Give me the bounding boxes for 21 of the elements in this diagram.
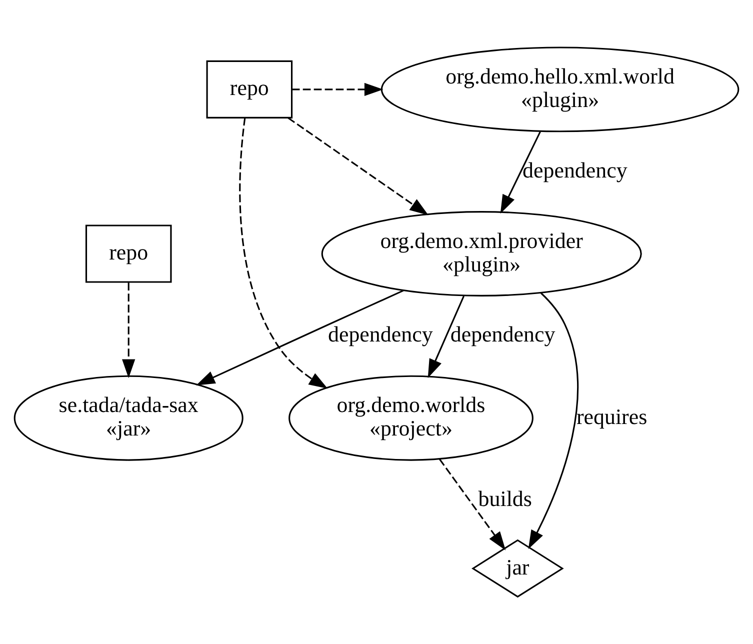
node-ellipse: org.demo.worlds «project» xyxy=(288,375,534,461)
arrow xyxy=(292,82,384,96)
arrow xyxy=(288,117,428,216)
node-box: repo xyxy=(85,224,172,283)
arrow xyxy=(528,292,578,550)
arrow xyxy=(500,131,541,214)
edge-label: dependency xyxy=(450,322,556,347)
edge-label: dependency xyxy=(522,157,628,182)
edge-label: requires xyxy=(576,404,648,429)
node-diamond: jar xyxy=(472,539,564,598)
node-ellipse: se.tada/tada-sax «jar» xyxy=(14,375,244,461)
arrow xyxy=(239,118,328,389)
arrow xyxy=(196,290,404,386)
arrow xyxy=(438,458,506,550)
node-ellipse: org.demo.hello.xml.world «plugin» xyxy=(380,46,740,132)
arrow xyxy=(428,296,464,378)
edge-label: dependency xyxy=(328,322,433,347)
edge-label: builds xyxy=(478,486,532,512)
node-box: repo xyxy=(206,60,293,118)
node-ellipse: org.demo.xml.provider «plugin» xyxy=(321,211,642,296)
arrow xyxy=(122,282,136,378)
